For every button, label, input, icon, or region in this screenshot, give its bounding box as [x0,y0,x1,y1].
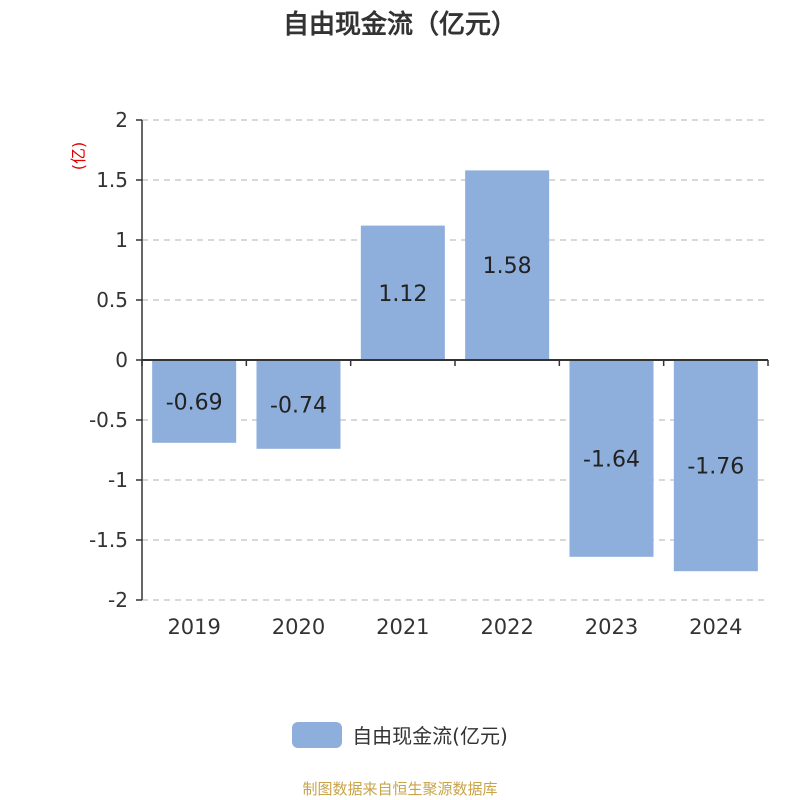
source-note: 制图数据来自恒生聚源数据库 [302,780,498,798]
bar-2021 [360,225,445,360]
x-tick-label: 2022 [480,615,533,639]
legend-swatch [292,721,343,748]
y-axis-unit-label: (亿) [69,142,88,171]
data-label-2023: -1.64 [583,447,640,472]
chart-legend[interactable]: 自由现金流(亿元) [0,720,800,749]
data-label-2020: -0.74 [270,393,327,418]
y-tick-label: -2 [108,588,128,612]
data-label-2022: 1.58 [483,254,532,279]
y-tick-label: 2 [115,108,128,132]
bar-2024 [673,360,758,572]
legend-label: 自由现金流(亿元) [352,724,508,748]
y-tick-label: -0.5 [89,408,128,432]
bar-2022 [465,170,550,360]
y-tick-label: -1 [108,468,128,492]
x-tick-label: 2024 [689,615,742,639]
bar-2020 [256,360,341,449]
y-tick-label: 1 [115,228,128,252]
y-tick-label: 0.5 [96,288,128,312]
x-tick-label: 2020 [272,615,325,639]
y-tick-label: -1.5 [89,528,128,552]
x-tick-label: 2019 [167,615,220,639]
x-tick-label: 2021 [376,615,429,639]
y-tick-label: 0 [115,348,128,372]
data-label-2019: -0.69 [166,390,223,415]
x-tick-label: 2023 [585,615,638,639]
y-tick-label: 1.5 [96,168,128,192]
bar-2019 [152,360,237,443]
data-label-2021: 1.12 [378,282,427,307]
bar-2023 [569,360,654,557]
chart-title: 自由现金流（亿元） [282,10,517,40]
data-label-2024: -1.76 [687,455,744,480]
